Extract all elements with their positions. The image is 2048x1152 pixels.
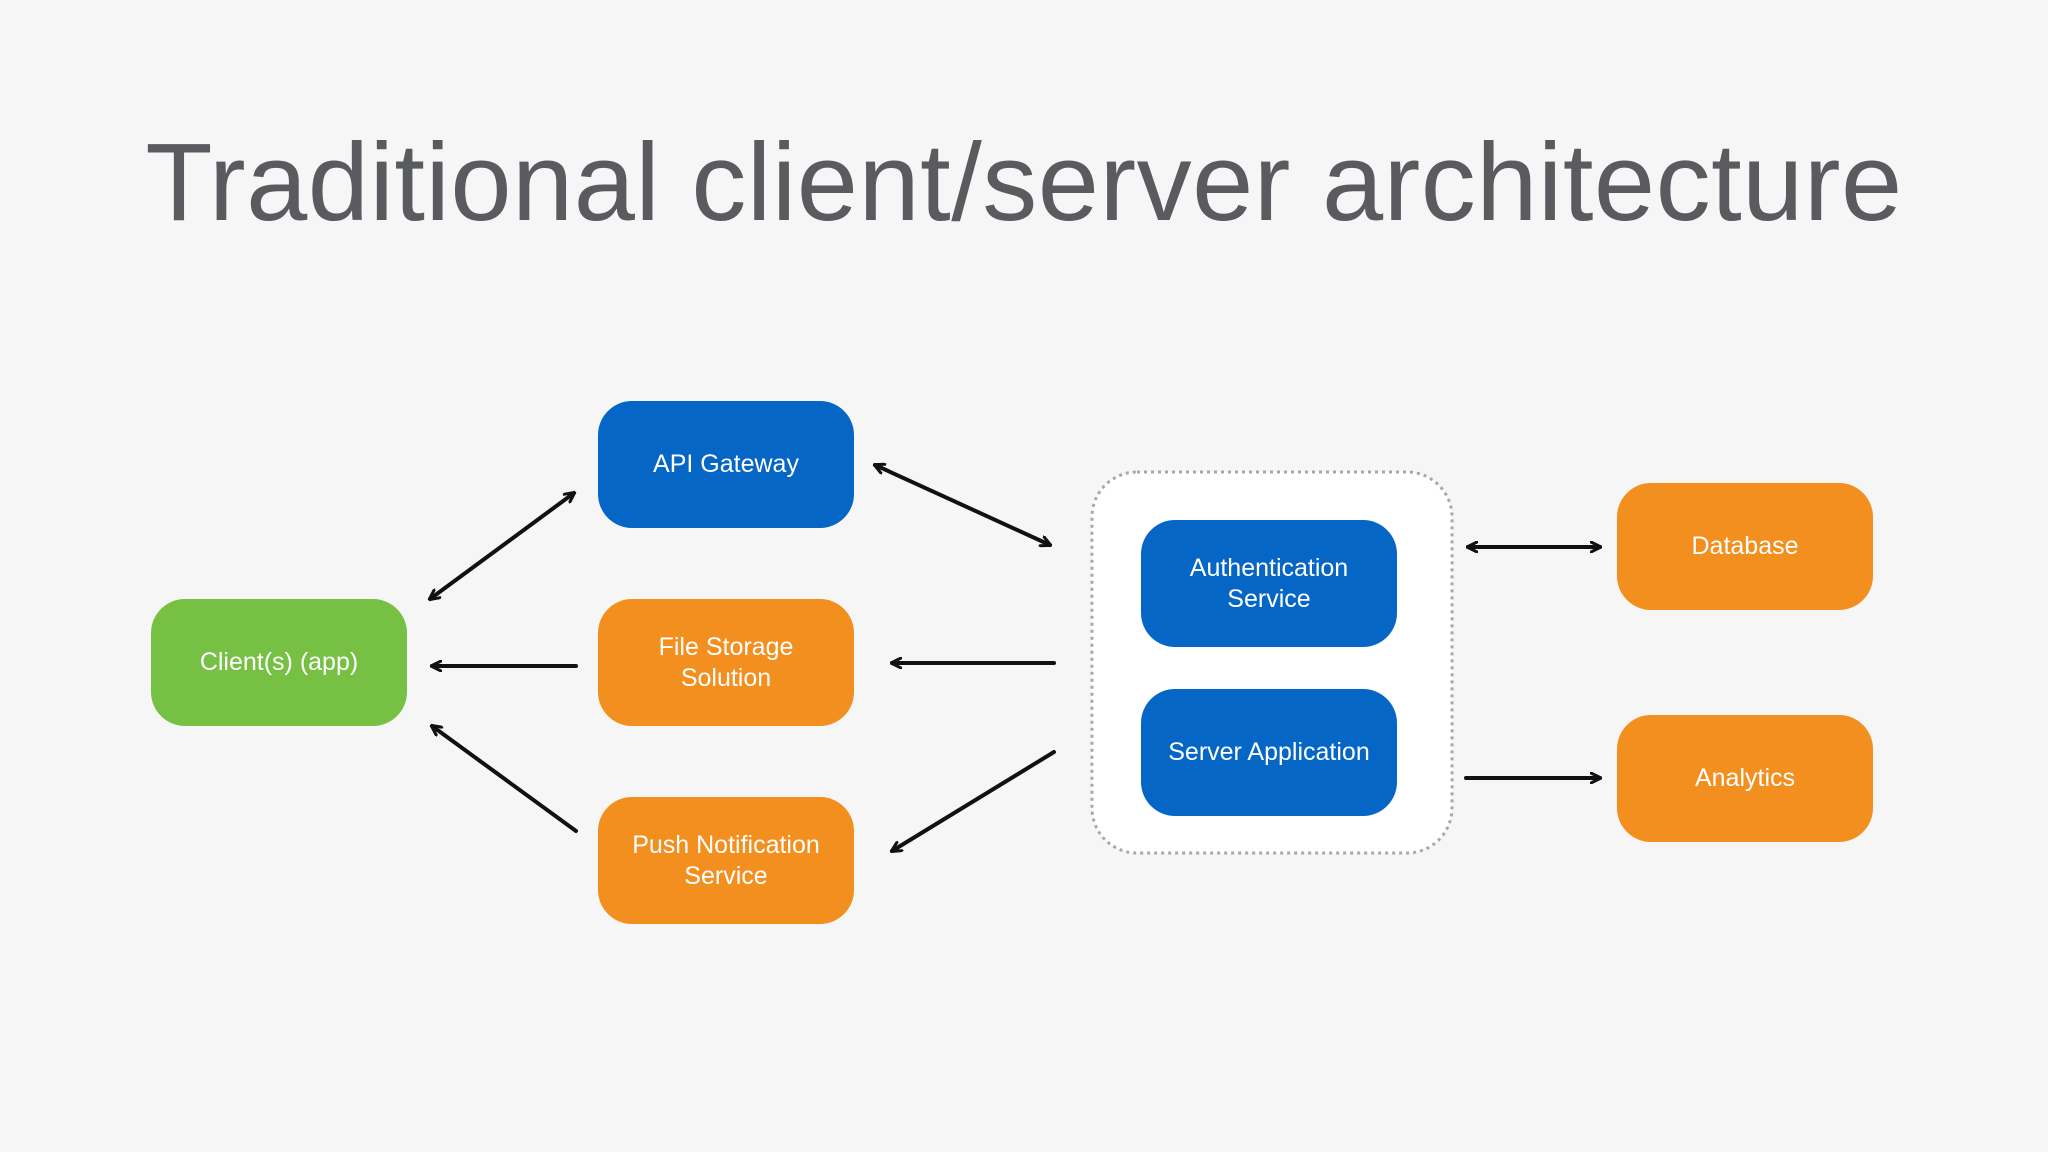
api-gateway-node: API Gateway [598, 401, 854, 528]
arrow-client-api-gateway [430, 493, 574, 599]
authentication-service-faint-label: Authentication Service [1145, 651, 1395, 679]
server-application-label: Server Application [1168, 738, 1370, 766]
server-application-node: Server Application [1141, 689, 1397, 816]
push-notification-node: Push Notification Service [598, 797, 854, 924]
file-storage-node: File Storage Solution [598, 599, 854, 726]
database-node: Database [1617, 483, 1873, 610]
push-notification-label: Push Notification Service [632, 830, 820, 890]
page-title: Traditional client/server architecture [145, 121, 1903, 244]
arrow-api-gateway-server [875, 465, 1050, 545]
arrow-push-notification-client [432, 726, 578, 833]
authentication-service-node: Authentication Service [1141, 520, 1397, 647]
client-app-label: Client(s) (app) [199, 648, 359, 676]
api-gateway-label: API Gateway [653, 450, 799, 478]
authentication-service-label: Authentication Service [1189, 553, 1349, 613]
database-label: Database [1691, 532, 1799, 560]
client-app-node: Client(s) (app) [151, 599, 407, 726]
arrow-server-push-notification [892, 750, 1056, 851]
file-storage-label: File Storage Solution [658, 632, 794, 692]
analytics-label: Analytics [1694, 764, 1796, 792]
analytics-node: Analytics [1617, 715, 1873, 842]
